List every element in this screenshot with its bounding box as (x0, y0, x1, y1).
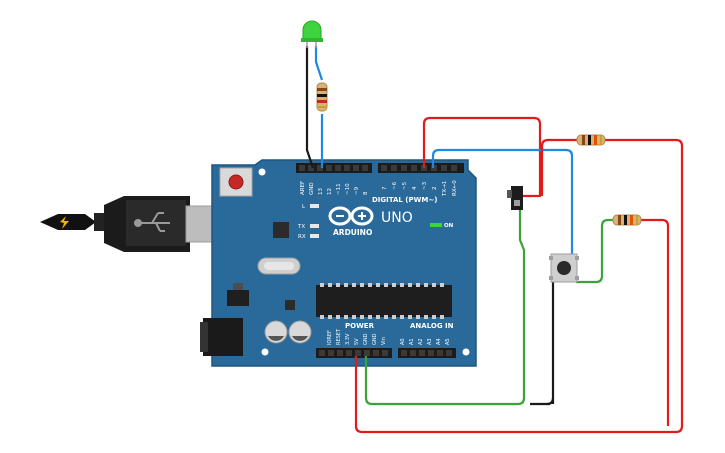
pin-label: GND (372, 333, 378, 345)
wires[interactable] (305, 46, 684, 434)
resistor-lower-right[interactable] (612, 214, 642, 226)
top-pin-labels: AREF GND 13 12 ~11 ~10 ~9 8 7 ~6 ~5 4 ~3… (300, 180, 458, 197)
pin-label: A0 (400, 338, 406, 345)
pin-label: 5V (354, 338, 360, 345)
pin-label: A3 (427, 338, 433, 345)
pin-label: A4 (436, 338, 442, 345)
pin-label: TX→1 (442, 181, 448, 197)
pin-label: A2 (418, 338, 424, 345)
pin-label: A1 (409, 338, 415, 345)
onboard-leds: L TX RX ON (297, 204, 454, 240)
wire-red-switch (422, 116, 542, 198)
pin-label: ~3 (422, 181, 428, 190)
pin-label: ~6 (392, 181, 398, 190)
small-chip (285, 300, 295, 310)
green-led[interactable] (301, 20, 323, 48)
pin-label: ~11 (336, 183, 342, 195)
led-tx-label: TX (297, 224, 305, 230)
led-l-label: L (302, 204, 306, 210)
wire-led-gnd (305, 46, 315, 169)
led-rx-label: RX (298, 234, 306, 240)
wire-led-anode (314, 46, 324, 81)
wire-green-button-resistor (576, 218, 614, 284)
pushbutton[interactable] (549, 253, 579, 283)
wire-green-switch-gnd (364, 208, 526, 406)
pin-label: IOREF (327, 330, 333, 345)
reset-button[interactable] (219, 167, 253, 197)
digital-header-left (296, 163, 372, 173)
pin-label: A5 (445, 338, 451, 345)
wire-red-5v (354, 138, 684, 434)
pin-label: 8 (363, 191, 369, 195)
pin-label: Vin (381, 337, 387, 345)
pin-label: RX←0 (452, 180, 458, 196)
pin-label: GND (309, 182, 315, 195)
pin-label: 13 (318, 188, 324, 195)
arduino-logo: ARDUINO (328, 206, 374, 237)
wire-red-top-resistor (540, 138, 578, 196)
resistor-led[interactable] (316, 82, 328, 112)
usb-icon (134, 212, 170, 232)
power-header (316, 348, 392, 358)
pin-label: 12 (327, 188, 333, 195)
pin-label: ~5 (402, 181, 408, 190)
wire-red-lower-resistor (640, 218, 670, 426)
resistor-top-right[interactable] (576, 134, 606, 146)
analog-header (398, 348, 456, 358)
pin-label: 3.3V (345, 333, 351, 345)
pin-label: 2 (432, 187, 438, 191)
voltage-regulator (227, 283, 249, 306)
analog-label: ANALOG IN (410, 322, 454, 330)
model-label: UNO (381, 210, 413, 226)
bottom-pin-labels: IOREF RESET 3.3V 5V GND GND Vin A0 A1 A2… (327, 328, 451, 345)
pin-label: ~9 (354, 186, 360, 195)
mount-hole (261, 348, 269, 356)
crystal (257, 257, 301, 275)
pin-label: GND (363, 333, 369, 345)
atmega-chip (316, 283, 452, 319)
power-label: POWER (345, 322, 375, 330)
pin-label: 4 (412, 186, 418, 190)
pin-label: ~10 (345, 183, 351, 195)
digital-label: DIGITAL (PWM~) (372, 196, 437, 204)
slide-switch[interactable] (507, 186, 523, 210)
on-label: ON (444, 223, 454, 229)
pin-label: RESET (336, 328, 342, 345)
logo-text: ARDUINO (333, 228, 372, 237)
mount-hole (258, 168, 266, 176)
wire-black-button (530, 282, 555, 406)
dc-power-jack[interactable] (200, 318, 243, 356)
usb-chip (273, 222, 289, 238)
pin-label: 7 (382, 186, 388, 190)
mount-hole (462, 348, 470, 356)
capacitors (264, 320, 312, 344)
wire-blue-button (431, 148, 574, 256)
pin-label: AREF (300, 181, 306, 195)
arduino-uno-board[interactable]: AREF GND 13 12 ~11 ~10 ~9 8 7 ~6 ~5 4 ~3… (200, 159, 477, 367)
digital-header-right (378, 163, 464, 173)
usb-cable[interactable] (40, 196, 222, 252)
